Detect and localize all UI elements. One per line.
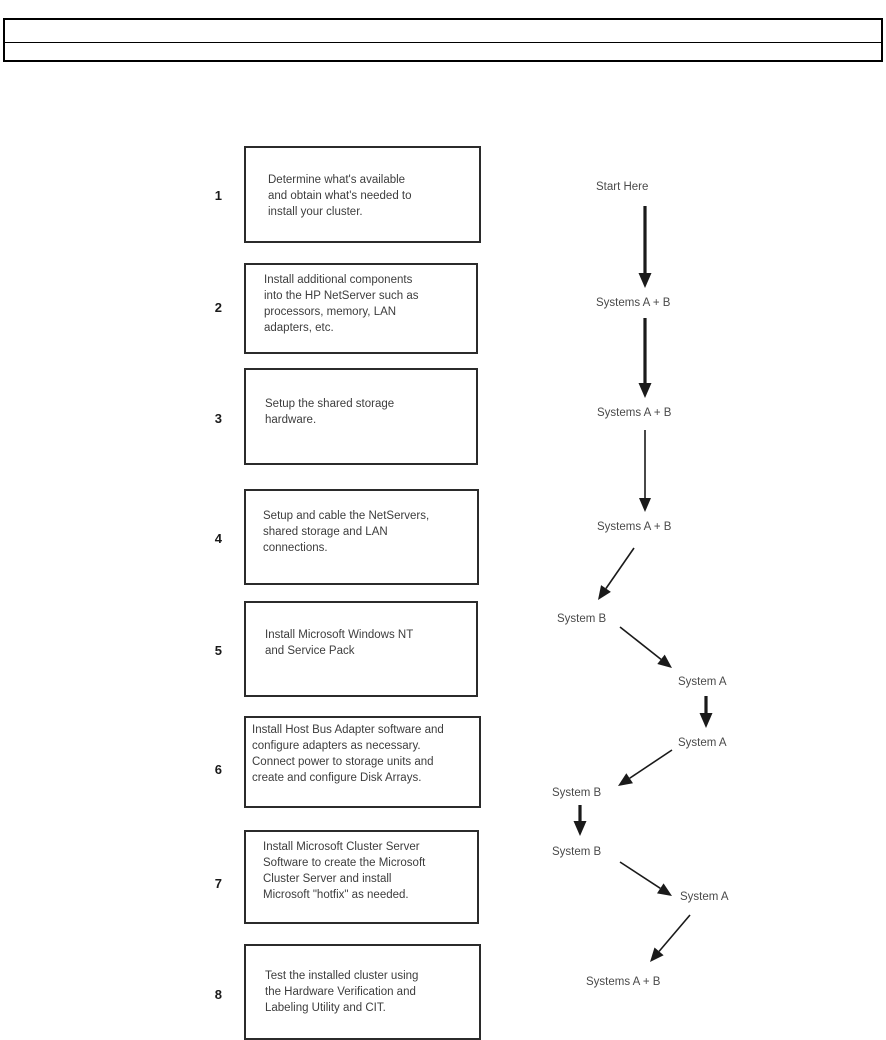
step-text-4: Setup and cable the NetServers, shared s… [263, 510, 430, 554]
arrow-shaft [629, 749, 673, 779]
arrow-systems-ab-2-to-systems-ab-3 [639, 430, 651, 512]
arrow-system-b-3-to-system-a-3 [619, 861, 672, 896]
arrow-shaft [619, 861, 661, 890]
step-number-8: 8 [214, 987, 222, 1002]
arrow-head [699, 713, 713, 728]
step-number-7: 7 [214, 876, 222, 891]
step-number-4: 4 [214, 531, 222, 546]
arrow-head [639, 498, 651, 512]
arrow-system-a-3-to-systems-ab-4 [650, 914, 691, 962]
step-number-2: 2 [214, 300, 222, 315]
system-label-systems-ab-4: Systems A + B [586, 976, 661, 988]
step-text-7: Install Microsoft Cluster Server Softwar… [263, 841, 426, 901]
step-number-5: 5 [214, 643, 222, 658]
step-box-6: Install Host Bus Adapter software and co… [244, 716, 481, 808]
arrow-head [656, 883, 672, 896]
step-text-2: Install additional components into the H… [264, 274, 419, 334]
arrow-system-b-1-to-system-a-1 [619, 626, 672, 668]
arrow-system-a-2-to-system-b-2 [618, 749, 673, 786]
step-text-3: Setup the shared storage hardware. [265, 398, 395, 426]
step-box-8: Test the installed cluster using the Har… [244, 944, 481, 1040]
arrow-head [638, 273, 652, 288]
arrow-head [650, 947, 664, 962]
step-box-1: Determine what's available and obtain wh… [244, 146, 481, 243]
step-box-2: Install additional components into the H… [244, 263, 478, 354]
system-label-system-a-2: System A [678, 737, 727, 749]
arrow-head [573, 821, 587, 836]
step-text-5: Install Microsoft Windows NT and Service… [265, 629, 414, 657]
arrow-shaft [619, 626, 662, 660]
step-box-5: Install Microsoft Windows NT and Service… [244, 601, 478, 697]
system-label-systems-ab-1: Systems A + B [596, 297, 671, 309]
system-label-system-b-3: System B [552, 846, 602, 858]
system-label-system-b-2: System B [552, 787, 602, 799]
arrow-head [618, 773, 633, 786]
arrow-head [598, 585, 611, 600]
step-number-6: 6 [214, 762, 222, 777]
step-number-3: 3 [214, 411, 222, 426]
arrow-systems-ab-3-to-system-b-1 [598, 547, 635, 600]
system-label-system-a-1: System A [678, 676, 727, 688]
step-box-4: Setup and cable the NetServers, shared s… [244, 489, 479, 585]
step-text-1: Determine what's available and obtain wh… [268, 174, 412, 218]
header-divider-rule [5, 42, 881, 43]
system-label-system-a-3: System A [680, 891, 729, 903]
arrow-head [638, 383, 652, 398]
arrow-system-b-2-to-system-b-3 [573, 805, 587, 836]
system-label-systems-ab-2: Systems A + B [597, 407, 672, 419]
arrow-start-here-to-systems-ab-1 [638, 206, 652, 288]
arrow-systems-ab-1-to-systems-ab-2 [638, 318, 652, 398]
arrow-system-a-1-to-system-a-2 [699, 696, 713, 728]
step-number-1: 1 [214, 188, 222, 203]
page-header-frame [3, 18, 883, 62]
step-box-3: Setup the shared storage hardware. [244, 368, 478, 465]
arrow-shaft [605, 547, 635, 589]
arrow-shaft [658, 914, 691, 952]
step-box-7: Install Microsoft Cluster Server Softwar… [244, 830, 479, 924]
system-label-system-b-1: System B [557, 613, 607, 625]
system-label-start-here: Start Here [596, 181, 649, 193]
arrow-head [657, 654, 672, 668]
step-text-6: Install Host Bus Adapter software and co… [252, 724, 444, 784]
system-label-systems-ab-3: Systems A + B [597, 521, 672, 533]
step-text-8: Test the installed cluster using the Har… [265, 970, 419, 1014]
